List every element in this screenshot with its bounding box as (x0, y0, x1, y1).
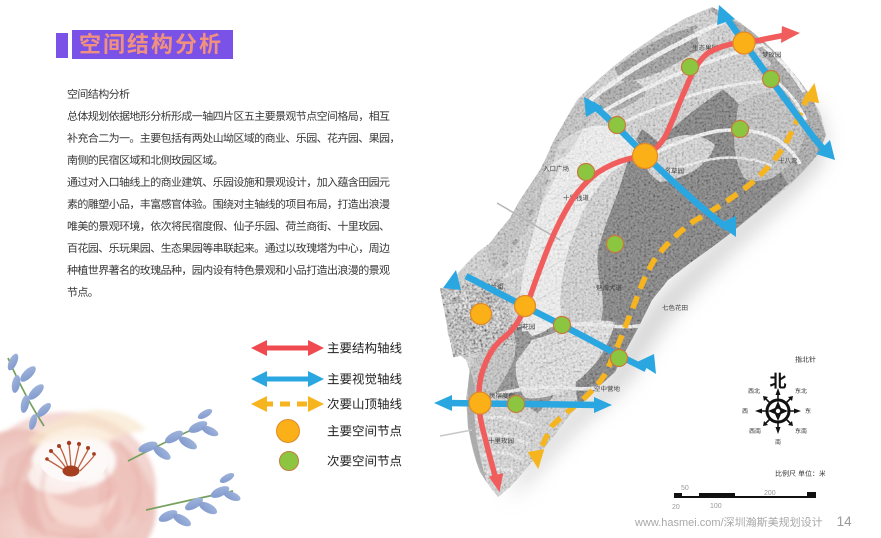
svg-text:比例尺 单位：米: 比例尺 单位：米 (775, 470, 825, 478)
svg-text:100: 100 (710, 503, 722, 510)
svg-text:200: 200 (764, 490, 776, 497)
svg-text:生态果园: 生态果园 (692, 44, 718, 52)
svg-text:主要视觉轴线: 主要视觉轴线 (327, 373, 403, 387)
svg-text:指北针: 指北针 (795, 356, 816, 364)
svg-text:主要空间节点: 主要空间节点 (327, 425, 402, 439)
svg-text:20: 20 (672, 504, 680, 511)
svg-text:民宿度假: 民宿度假 (489, 392, 516, 400)
svg-text:东北: 东北 (795, 387, 807, 395)
svg-text:50: 50 (681, 485, 689, 492)
svg-text:南: 南 (775, 438, 781, 446)
svg-text:东南: 东南 (795, 427, 807, 435)
svg-text:西南: 西南 (749, 427, 761, 435)
svg-text:东: 东 (805, 407, 811, 415)
svg-text:空中营地: 空中营地 (594, 385, 621, 393)
svg-text:百花园: 百花园 (516, 323, 536, 331)
svg-text:十八弯: 十八弯 (778, 157, 798, 165)
svg-text:西: 西 (742, 408, 748, 415)
svg-text:十里玫园: 十里玫园 (488, 437, 514, 445)
svg-text:西北: 西北 (748, 388, 760, 395)
svg-text:七色花田: 七色花田 (662, 304, 688, 312)
svg-text:魅海大道: 魅海大道 (596, 284, 623, 292)
svg-text:次要空间节点: 次要空间节点 (327, 455, 402, 469)
svg-text:重名草园: 重名草园 (658, 167, 684, 175)
svg-text:梦玫园: 梦玫园 (762, 51, 782, 59)
svg-text:北: 北 (770, 372, 787, 391)
svg-text:主要结构轴线: 主要结构轴线 (327, 342, 403, 356)
svg-text:入口广场: 入口广场 (543, 165, 570, 173)
svg-text:次要山顶轴线: 次要山顶轴线 (327, 398, 403, 412)
